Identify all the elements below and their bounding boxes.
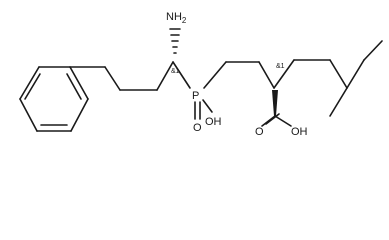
phosphorus-label: P xyxy=(192,90,199,102)
phenyl-ring xyxy=(19,66,89,132)
side-chain: &1 xyxy=(225,40,383,117)
chemical-structure: NH2 &1 P O OH &1 O OH xyxy=(19,11,383,138)
amine-group: NH2 &1 xyxy=(166,11,187,75)
phosphinic-acid-group: P O OH xyxy=(172,61,227,134)
alkyl-chain xyxy=(69,61,174,91)
carboxylic-acid-group: O OH xyxy=(255,90,308,138)
stereo-label-beta: &1 xyxy=(276,63,285,70)
amine-label: NH2 xyxy=(166,11,187,25)
phosphinic-oxo-label: O xyxy=(193,122,202,134)
phosphinic-hydroxyl-label: OH xyxy=(205,116,222,128)
stereo-label-alpha: &1 xyxy=(171,68,180,75)
carboxyl-hydroxyl-label: OH xyxy=(291,126,308,138)
carbonyl-oxygen-label: O xyxy=(255,126,264,138)
